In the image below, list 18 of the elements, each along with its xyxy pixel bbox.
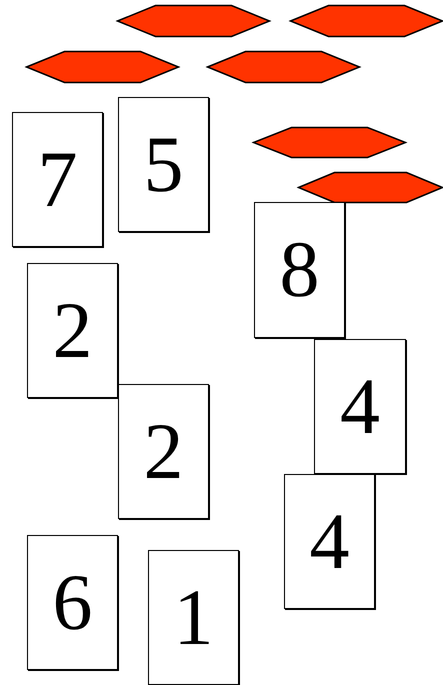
card-number: 8 [280,230,320,310]
number-card [118,97,209,232]
card-number: 4 [310,502,350,582]
card-number: 7 [38,140,78,220]
card-number: 2 [144,412,184,492]
number-card [148,550,239,685]
card-number: 2 [52,290,92,370]
card-number: 4 [340,366,380,446]
number-card [27,535,118,670]
number-card [118,384,209,519]
card-number: 1 [174,578,214,658]
number-card [27,263,118,398]
card-number: 5 [144,124,184,204]
number-card [12,112,103,247]
number-card [254,202,345,338]
number-card [314,339,406,474]
card-number: 6 [52,562,92,642]
number-card [284,474,375,609]
